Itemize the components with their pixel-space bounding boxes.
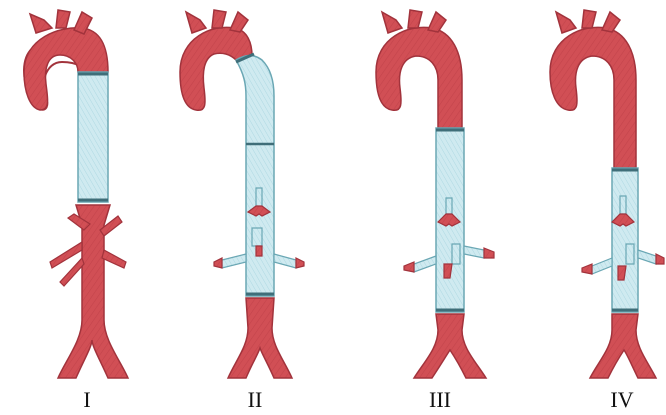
- panel-3: [376, 10, 494, 378]
- graft-4: [612, 168, 638, 312]
- lower-aorta-1: [58, 205, 128, 378]
- lower-aorta-3: [414, 314, 486, 378]
- arch-body-3: [376, 27, 462, 128]
- panel-1: [24, 10, 128, 378]
- graft-1: [78, 72, 108, 202]
- panel-4: [550, 10, 664, 378]
- arch-body-4: [550, 27, 636, 168]
- lower-aorta-2: [228, 298, 292, 378]
- panel-2: [180, 10, 304, 378]
- figure-label-2: II: [225, 388, 285, 412]
- lower-aorta-4: [590, 314, 656, 378]
- figure-label-4: IV: [592, 388, 652, 412]
- figure-label-3: III: [410, 388, 470, 412]
- figure-label-1: I: [57, 388, 117, 412]
